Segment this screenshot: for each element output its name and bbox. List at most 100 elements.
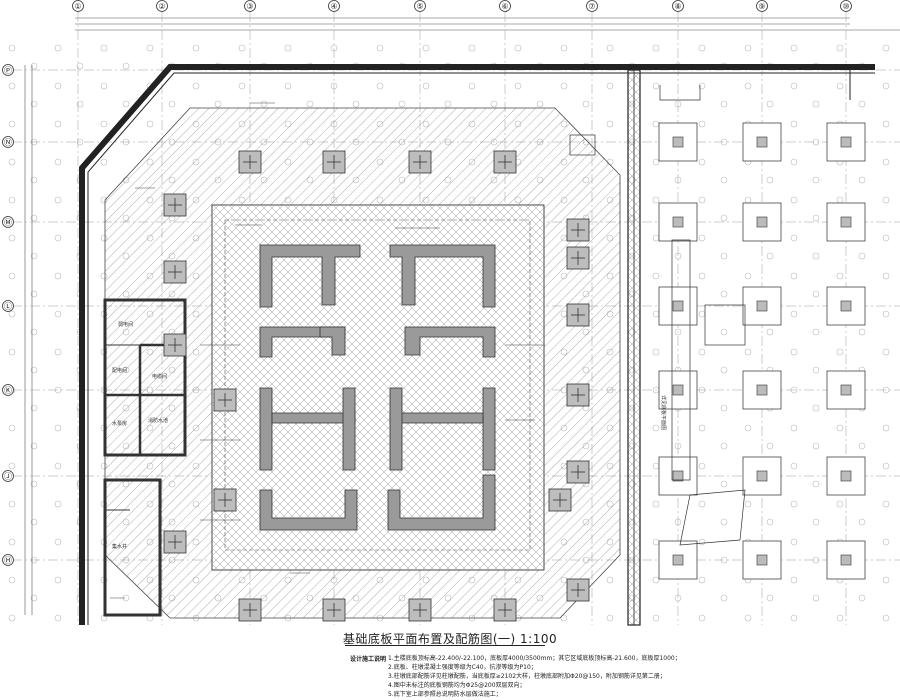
core-walls	[259, 244, 496, 531]
room-label: 弱电间	[118, 321, 133, 328]
divider-wall	[627, 69, 641, 626]
column-pier	[322, 598, 346, 622]
pile-cap	[742, 122, 782, 162]
column-piers-core-zone	[163, 150, 590, 622]
column-axis-label: ⑤	[416, 2, 423, 11]
column-pier	[566, 383, 590, 407]
row-axis-bubble: Ⓛ	[2, 300, 14, 312]
pile-cap	[658, 540, 698, 580]
pile-cap	[742, 456, 782, 496]
column-pier	[566, 246, 590, 270]
column-axis-bubble: ②	[156, 0, 168, 12]
pile-cap	[658, 370, 698, 410]
pile-cap	[826, 122, 866, 162]
column-piers-right-zone	[658, 122, 866, 580]
pile-cap	[658, 286, 698, 326]
column-pier	[213, 388, 237, 412]
pile-cap	[826, 286, 866, 326]
room-labels: 弱电间 配电间 电缆间 水泵房 消防水池 集水井	[112, 321, 168, 550]
column-axis-bubble: ③	[244, 0, 256, 12]
column-pier	[548, 488, 572, 512]
column-axis-label: ⑨	[758, 2, 765, 11]
row-axis-label: Ⓚ	[4, 386, 12, 395]
row-axis-label: Ⓜ	[4, 218, 12, 227]
dimension-chain-top	[75, 17, 900, 31]
column-axis-label: ⑦	[588, 2, 595, 11]
row-axis-bubble: Ⓗ	[2, 554, 14, 566]
title-underline	[345, 645, 545, 646]
column-axis-bubble: ⑤	[414, 0, 426, 12]
room-label: 配电间	[112, 367, 127, 374]
row-axis-bubble: Ⓙ	[2, 470, 14, 482]
outer-wall	[79, 64, 875, 625]
column-axis-bubble: ⑥	[499, 0, 511, 12]
note-line: 3.柱墩底部配筋详见柱墩配筋，当底板厚≥2102大样，柱墩底部附加Φ20@150…	[388, 673, 666, 680]
right-zone-details	[569, 85, 746, 546]
column-axis-bubble: ⑦	[586, 0, 598, 12]
pile-cap	[826, 370, 866, 410]
pile-cap	[658, 202, 698, 242]
row-axis-label: Ⓙ	[4, 472, 12, 481]
row-axis-label: Ⓝ	[4, 138, 12, 147]
core-inner-outline	[224, 219, 531, 551]
column-axis-label: ①	[74, 2, 81, 11]
pile-cap	[658, 122, 698, 162]
foundation-plan-drawing: ① ② ③ ④ ⑤ ⑥ ⑦ ⑧ ⑨ ⑩ Ⓟ Ⓝ Ⓜ Ⓛ Ⓚ Ⓙ Ⓗ	[0, 0, 900, 626]
column-axis-label: ③	[246, 2, 253, 11]
pile-cap	[742, 286, 782, 326]
row-axis-label: Ⓗ	[4, 556, 12, 565]
right-zone-callout: 详见底板平面图	[660, 395, 667, 430]
row-axis-bubble: Ⓝ	[2, 136, 14, 148]
column-axis-label: ⑧	[674, 2, 681, 11]
note-line: 5.底下室上部参照总说明防水层做法施工；	[388, 691, 502, 698]
row-axis-bubble: Ⓜ	[2, 216, 14, 228]
left-rooms	[103, 298, 187, 617]
pile-cap	[826, 202, 866, 242]
row-axis-label: Ⓟ	[4, 66, 12, 75]
column-axis-label: ⑥	[501, 2, 508, 11]
room-label: 集水井	[112, 543, 127, 550]
pile-cap	[826, 456, 866, 496]
column-axis-bubble: ⑧	[672, 0, 684, 12]
dimension-chain-left	[24, 65, 33, 615]
column-axis-bubble: ④	[328, 0, 340, 12]
drawing-title: 基础底板平面布置及配筋图(一) 1:100	[342, 632, 558, 646]
column-pier	[238, 150, 262, 174]
note-line: 2.底板、柱墩混凝土强度等级为C40，抗渗等级为P10；	[388, 664, 537, 671]
note-line: 4.图中未标注的底板钢筋均为Φ25@200双层双向；	[388, 682, 526, 689]
column-pier	[163, 530, 187, 554]
column-pier	[566, 218, 590, 242]
column-axis-label: ④	[330, 2, 337, 11]
pile-cap	[742, 202, 782, 242]
column-pier	[493, 150, 517, 174]
room-label: 电缆间	[152, 373, 167, 380]
column-pier	[163, 260, 187, 284]
column-pier	[238, 598, 262, 622]
column-axis-bubble: ⑨	[756, 0, 768, 12]
notes-heading: 设计施工说明	[350, 656, 387, 663]
room-label: 水泵房	[112, 420, 127, 427]
column-axis-label: ②	[158, 2, 165, 11]
column-pier	[408, 598, 432, 622]
column-axis-bubble: ①	[72, 0, 84, 12]
column-pier	[163, 193, 187, 217]
pile-cap	[742, 540, 782, 580]
column-pier	[163, 333, 187, 357]
note-line: 1.主楼底板顶标高-22.400/-22.100，底板厚4000/3500mm；…	[388, 655, 681, 662]
row-axis-label: Ⓛ	[4, 302, 12, 311]
column-pier	[408, 150, 432, 174]
pile-cap	[658, 456, 698, 496]
pile-cap	[742, 370, 782, 410]
axis-bubbles: ① ② ③ ④ ⑤ ⑥ ⑦ ⑧ ⑨ ⑩ Ⓟ Ⓝ Ⓜ Ⓛ Ⓚ Ⓙ Ⓗ	[2, 0, 852, 566]
column-pier	[566, 303, 590, 327]
column-axis-label: ⑩	[842, 2, 849, 11]
room-label: 消防水池	[148, 417, 168, 424]
dimension-ticks	[110, 102, 545, 599]
pile-cap	[826, 540, 866, 580]
column-axis-bubble: ⑩	[840, 0, 852, 12]
column-pier	[566, 578, 590, 602]
column-pier	[493, 598, 517, 622]
row-axis-bubble: Ⓚ	[2, 384, 14, 396]
column-pier	[322, 150, 346, 174]
column-pier	[566, 460, 590, 484]
